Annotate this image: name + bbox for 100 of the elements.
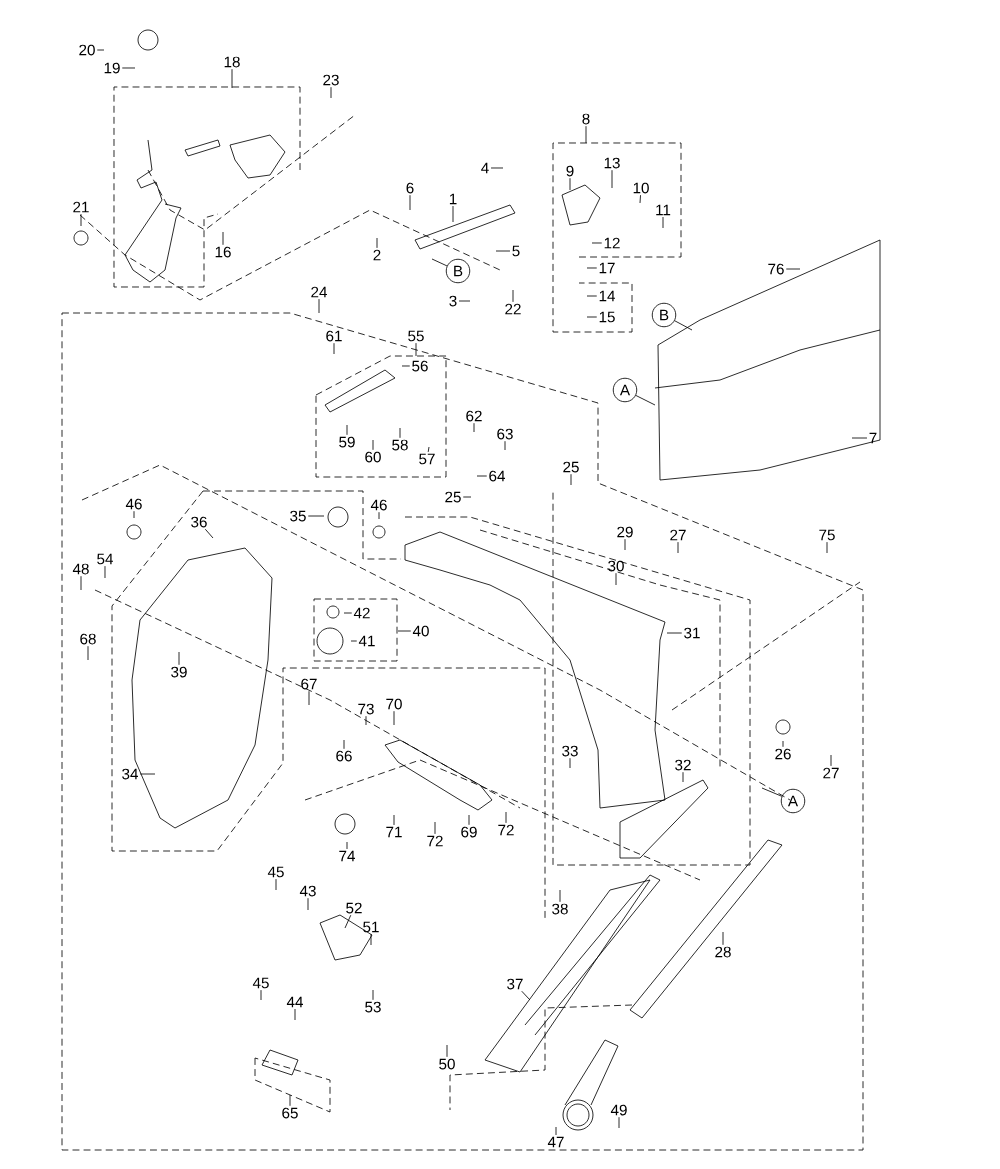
callout-number: 10 [633,182,649,194]
leader-line [674,320,693,331]
callout-number: 72 [498,824,514,836]
callout-number: 12 [604,237,620,249]
callout-number: 24 [311,286,327,298]
leader-line [333,342,335,355]
callout-number: 46 [125,498,142,510]
leader-line [521,990,531,1001]
callout-number: 33 [562,745,578,757]
callout-number: 19 [104,62,120,74]
leader-line [260,989,262,1001]
leader-line [275,878,277,891]
leader-line [473,422,475,433]
callout-number: 26 [775,748,791,760]
leader-line [318,298,320,314]
callout-number: 13 [604,157,620,169]
callout-number: 59 [339,436,355,448]
leader-line [409,194,411,211]
callout-number: 70 [386,698,402,710]
callout-number: 52 [346,902,362,914]
callout-number: 44 [286,996,303,1008]
callout-number: 7 [869,432,877,444]
callout-number: 38 [552,903,568,915]
leader-line [415,342,417,357]
callout-number: 6 [406,182,414,194]
leader-line [618,1116,620,1129]
leader-line [96,49,105,51]
callout-number: 15 [599,311,615,323]
leader-line [308,690,310,706]
leader-line [611,169,613,189]
leader-line [370,933,372,946]
callout-number: 43 [299,885,316,897]
reference-letter: B [445,258,471,284]
callout-number: 55 [408,330,424,342]
leader-line [504,440,506,451]
callout-number: 1 [449,193,457,205]
leader-line [87,645,89,661]
leader-line [458,300,471,302]
callout-number: 67 [301,678,317,690]
leader-line [677,541,679,554]
callout-number: 73 [358,703,374,715]
leader-line [343,739,345,750]
leader-line [851,437,868,439]
leader-line [722,931,724,946]
leader-line [307,515,325,517]
leader-line [231,68,233,89]
leader-line [80,213,82,227]
callout-number: 56 [412,360,428,372]
leader-line [434,821,436,835]
leader-line [639,194,641,204]
leader-line [505,811,507,824]
callout-number: 39 [171,666,187,678]
callout-number: 20 [79,44,95,56]
leader-line [139,773,156,775]
leader-line [462,496,472,498]
callout-number: 51 [363,921,379,933]
callout-number: 11 [656,204,671,216]
callout-number: 76 [768,263,784,275]
leader-line [782,740,784,748]
callout-number: 5 [512,245,520,257]
callout-number: 25 [445,491,461,503]
leader-line [393,710,395,726]
callout-number: 40 [412,625,429,637]
callout-number: 71 [386,826,402,838]
callout-number: 69 [461,826,477,838]
leader-line [569,177,571,191]
callout-number: 41 [358,635,375,647]
leader-line [121,67,136,69]
leader-line [80,575,82,591]
callout-number: 17 [599,262,615,274]
callout-number: 31 [684,627,700,639]
callout-number: 50 [439,1058,455,1070]
leader-line [569,757,571,769]
callout-number: 23 [323,74,339,86]
callout-number: 63 [497,428,513,440]
leader-line [133,510,135,519]
callout-number: 27 [823,767,839,779]
callout-number: 25 [563,461,579,473]
leader-line [495,250,511,252]
callout-number: 65 [282,1107,298,1119]
leader-line [682,771,684,783]
leader-line [452,205,454,223]
leader-line [178,651,180,666]
leader-line [666,632,683,634]
leader-line [399,427,401,439]
leader-line [343,612,353,614]
leader-line [427,446,430,453]
callout-number: 68 [80,633,96,645]
leader-line [393,814,395,826]
leader-line [378,511,380,520]
leader-line [365,715,367,726]
leader-line [401,365,411,367]
leader-line [585,125,587,144]
callout-number: 53 [365,1001,381,1013]
callout-number: 28 [715,946,731,958]
callout-number: 8 [582,113,590,125]
callout-number: 14 [599,290,615,302]
leader-line [826,541,828,554]
leader-line [662,216,664,229]
callout-number: 64 [489,470,505,482]
